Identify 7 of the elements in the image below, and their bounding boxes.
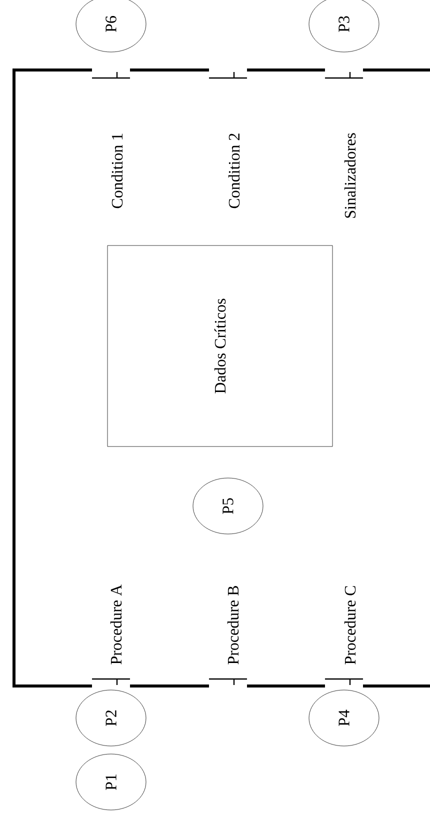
label: Procedure A [110,584,122,664]
label: Sinalizadores [344,133,356,218]
label: Procedure C [344,586,356,664]
label: Condition 1 [111,134,123,208]
label: Procedure B [227,586,239,664]
label: Condition 2 [228,134,240,208]
data-box: Dados Críticos [107,245,333,447]
